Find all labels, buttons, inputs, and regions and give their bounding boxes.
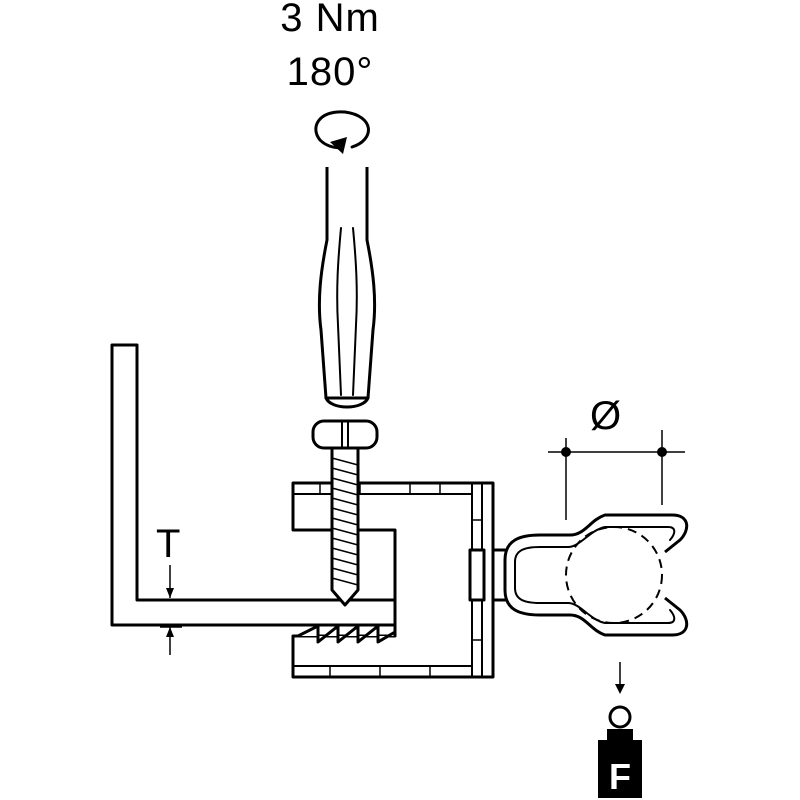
torque-label: 3 Nm [280,0,380,40]
clamp-body [291,481,495,679]
pipe-holder [491,513,689,637]
screwdriver [317,167,377,409]
force-arrow [615,662,625,694]
force-label: F [609,756,631,797]
weight-icon [598,705,642,798]
thickness-label: T [156,522,181,566]
angle-label: 180° [286,50,374,94]
pipe-outline [565,526,663,624]
diameter-dimension [548,430,685,520]
diameter-label: Ø [590,394,622,438]
screw [311,419,379,607]
serrated-jaw [297,624,397,644]
rotation-arrow-icon [314,110,370,154]
thickness-dimension [160,565,182,655]
